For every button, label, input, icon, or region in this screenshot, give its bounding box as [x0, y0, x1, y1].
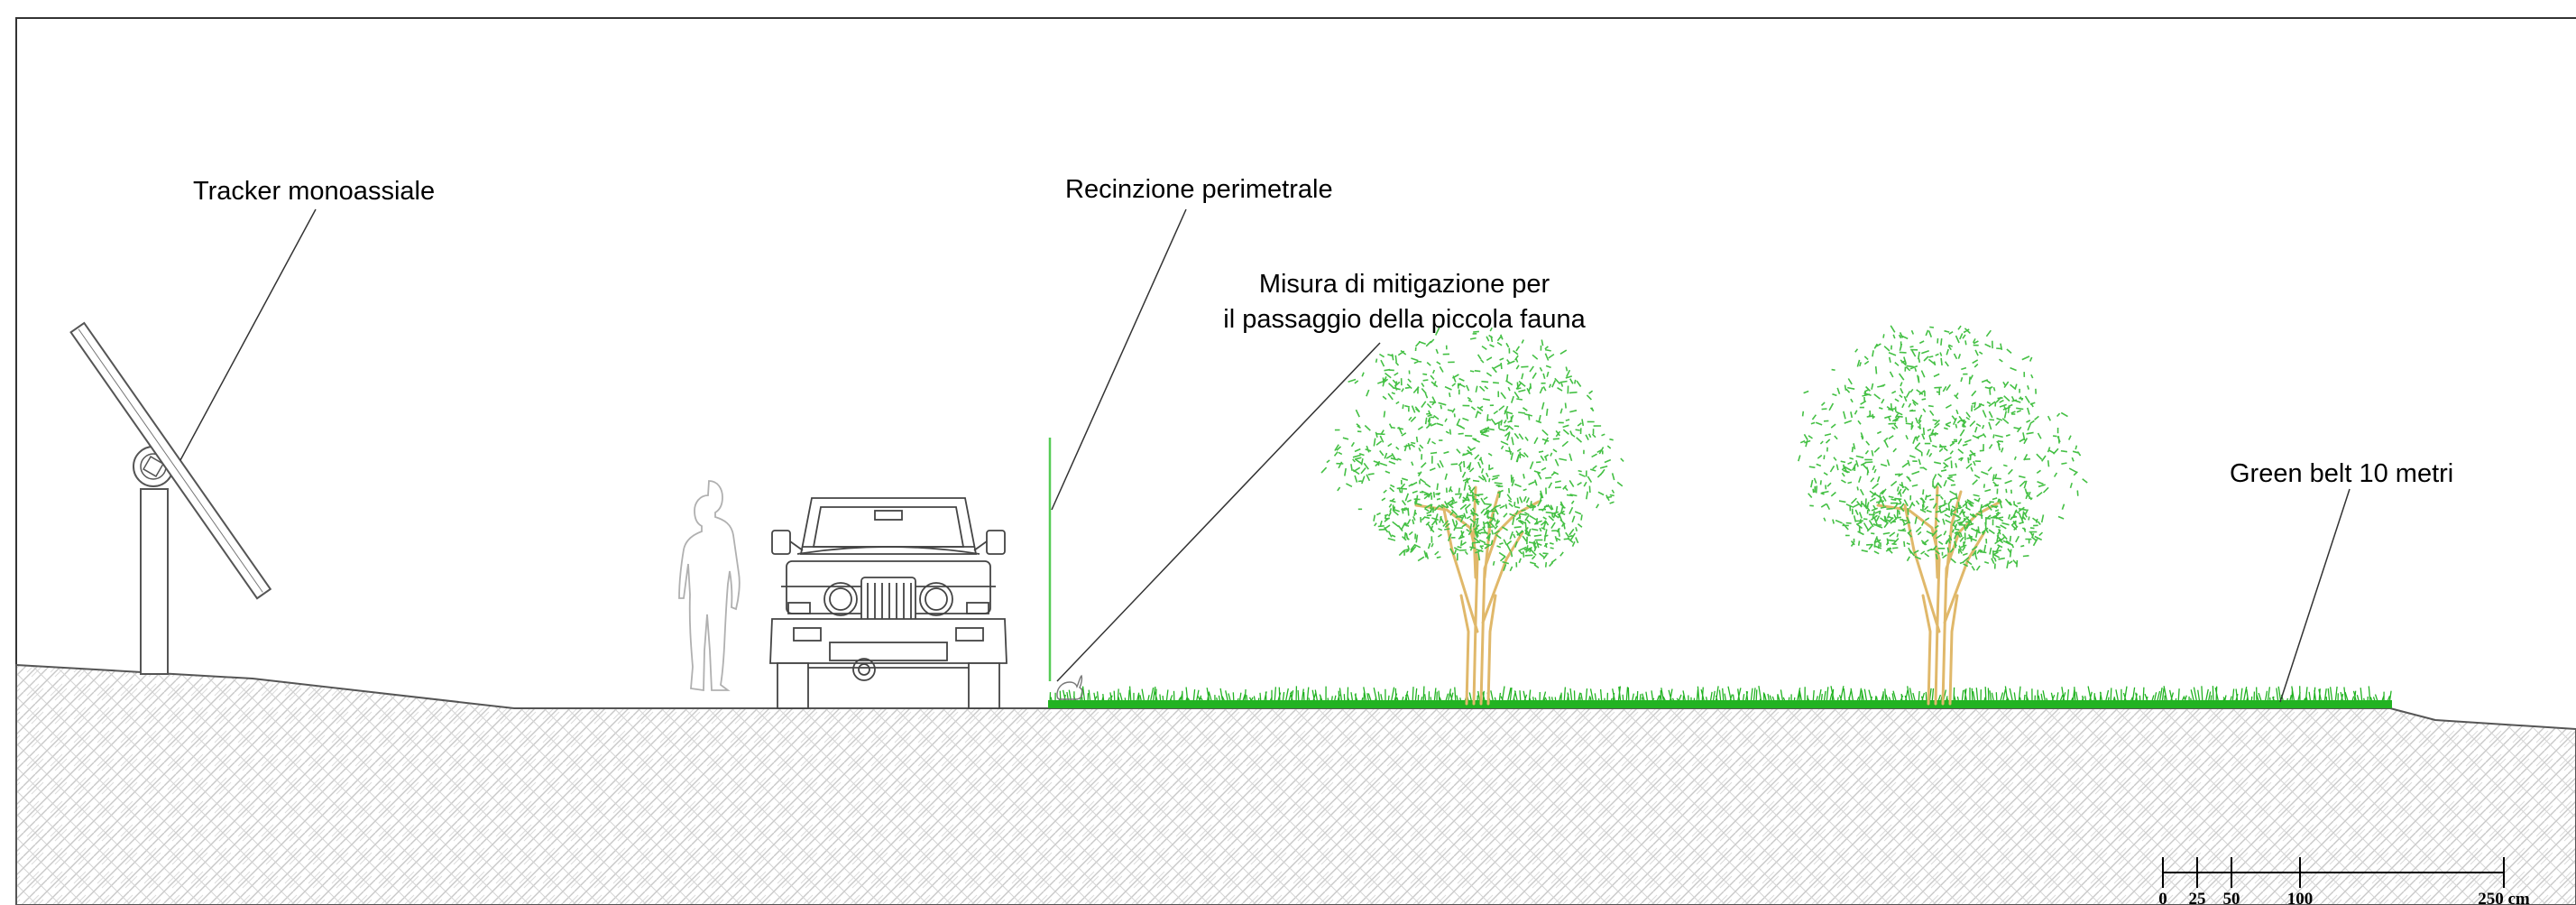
scale-tick-250: 250 cm — [2478, 890, 2530, 905]
drawing-frame — [15, 17, 2576, 905]
mitigation-label-line1: Misura di mitigazione per — [1259, 270, 1550, 299]
tracker-leader-line — [179, 208, 317, 461]
scale-tick-25: 25 — [2189, 890, 2206, 905]
solar-tracker-icon — [69, 321, 272, 675]
jeep-front-icon — [769, 497, 1007, 709]
green-belt-label: Green belt 10 metri — [2230, 459, 2453, 488]
tree-icon — [1798, 325, 2088, 706]
mitigation-leader-line — [1056, 342, 1381, 682]
person-silhouette-icon — [678, 480, 741, 692]
fence-leader-line — [1051, 208, 1187, 511]
green-belt-leader-line — [2279, 488, 2351, 703]
rabbit-icon — [1056, 674, 1083, 700]
tracker-label: Tracker monoassiale — [193, 177, 435, 206]
scale-bar: 0 25 50 100 250 cm — [2158, 857, 2530, 905]
fence-label: Recinzione perimetrale — [1065, 175, 1333, 204]
scale-tick-50: 50 — [2223, 890, 2240, 905]
tree-icon — [1320, 326, 1624, 706]
mitigation-label-line2: il passaggio della piccola fauna — [1223, 305, 1586, 334]
ground-section — [15, 663, 2576, 905]
scale-tick-0: 0 — [2158, 890, 2167, 905]
green-belt-grass — [1048, 685, 2392, 708]
scale-tick-100: 100 — [2287, 890, 2314, 905]
